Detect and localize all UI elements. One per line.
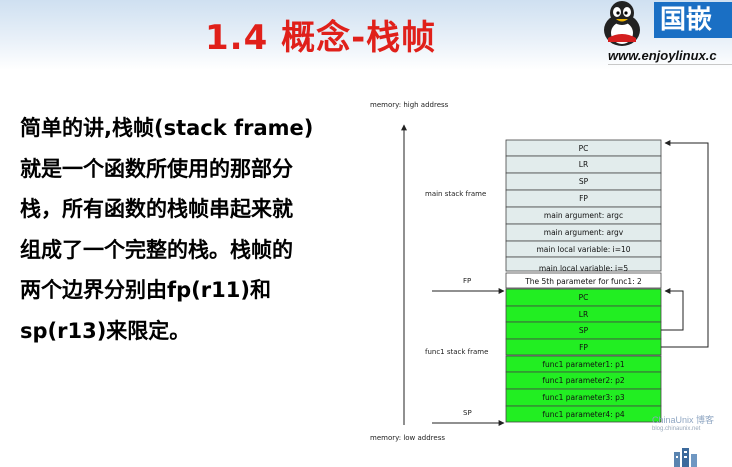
site-url-underline: [608, 64, 732, 65]
func1-cell-label: SP: [579, 326, 589, 335]
memory-low-label: memory: low address: [370, 434, 445, 442]
main-cell-label: The 5th parameter for func1: 2: [524, 277, 642, 286]
main-cell-label: main local variable: i=10: [536, 245, 630, 254]
slide-title: 1.4 概念-栈帧: [205, 18, 437, 58]
func1-fp-to-main-pc-arrow: [661, 140, 709, 348]
watermark-url: blog.chinaunix.net: [652, 426, 701, 432]
main-cell-local-j: [505, 256, 662, 272]
body-line: sp(r13)来限定。: [20, 318, 191, 343]
body-line: 两个边界分别由fp(r11)和: [20, 278, 271, 302]
func1-sp-to-func1-pc-arrow: [661, 288, 684, 331]
func1-cell-label: func1 parameter4: p4: [542, 410, 624, 419]
brand-logo-text: 国嵌: [654, 2, 732, 38]
watermark: ChinaUnix 博客 blog.chinaunix.net: [652, 413, 714, 432]
main-cell-label: SP: [579, 177, 589, 186]
func1-cell-label: PC: [579, 293, 589, 302]
func1-cell-label: func1 parameter1: p1: [542, 360, 624, 369]
penguin-logo-icon: [604, 1, 640, 46]
fp-label: FP: [463, 277, 471, 285]
main-cell-func1-param5: [505, 272, 662, 289]
watermark-brand: ChinaUnix 博客: [652, 415, 715, 425]
main-cell-label: LR: [579, 160, 588, 169]
main-frame-cells: PC LR SP FP main argument: argc main arg…: [505, 139, 662, 289]
func1-cell-param4: [505, 405, 662, 423]
main-cell-label: main local variable: j=5: [539, 264, 629, 273]
body-text: 简单的讲,栈帧(stack frame) 就是一个函数所使用的那部分 栈，所有函…: [20, 108, 360, 351]
body-line: 简单的讲,栈帧(stack frame): [20, 116, 314, 140]
body-line: 组成了一个完整的栈。栈帧的: [20, 237, 293, 262]
func1-cell-label: FP: [579, 343, 588, 352]
func1-frame-cells: PC LR SP FP func1 parameter1: p1 func1 p…: [505, 288, 662, 423]
stack-frame-diagram: memory: high address memory: low address…: [370, 101, 709, 442]
logo-area: 国嵌 www.enjoylinux.c: [600, 0, 732, 72]
func1-cell-label: func1 parameter3: p3: [542, 393, 624, 402]
main-cell-label: FP: [579, 194, 588, 203]
site-url: www.enjoylinux.c: [608, 48, 717, 63]
func1-cell-label: func1 parameter2: p2: [542, 376, 624, 385]
main-frame-label: main stack frame: [425, 190, 486, 198]
building-logo-icon: [674, 448, 697, 467]
body-line: 栈，所有函数的栈帧串起来就: [20, 197, 293, 221]
body-line: 就是一个函数所使用的那部分: [20, 156, 293, 181]
main-cell-label: main argument: argc: [544, 211, 623, 220]
func1-frame-label: func1 stack frame: [425, 348, 488, 356]
func1-cell-label: LR: [579, 310, 588, 319]
main-cell-label: main argument: argv: [544, 228, 624, 237]
memory-high-label: memory: high address: [370, 101, 449, 109]
main-cell-label: PC: [579, 144, 589, 153]
sp-label: SP: [463, 409, 472, 417]
